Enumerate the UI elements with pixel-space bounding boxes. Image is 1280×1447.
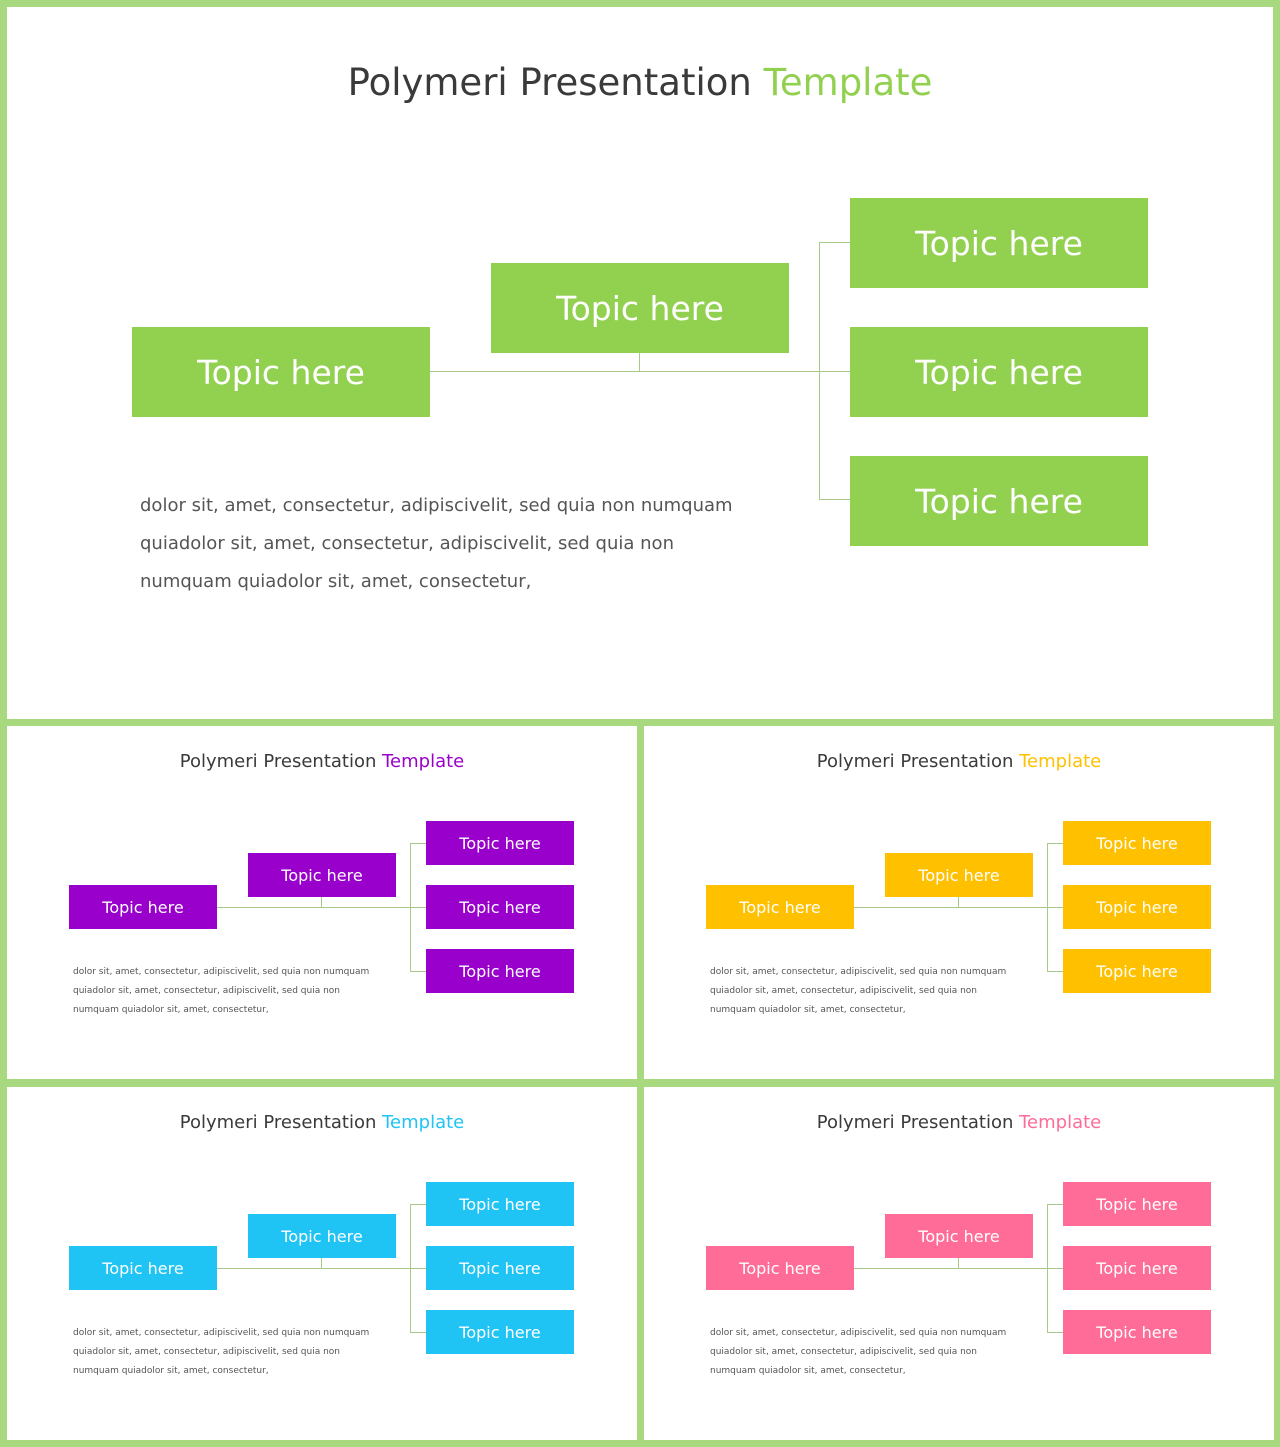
connector-line xyxy=(410,1204,411,1332)
topic-box-right-bottom[interactable]: Topic here xyxy=(426,949,574,993)
body-line: dolor sit, amet, consectetur, adipiscive… xyxy=(710,1328,1007,1338)
topic-box-left[interactable]: Topic here xyxy=(132,327,430,417)
connector-line xyxy=(430,371,850,372)
body-line: quiadolor sit, amet, consectetur, adipis… xyxy=(710,1347,977,1357)
connector-line xyxy=(854,1268,1063,1269)
topic-box-right-top[interactable]: Topic here xyxy=(426,1182,574,1226)
topic-box-right-top[interactable]: Topic here xyxy=(1063,1182,1211,1226)
slide-title-main: Polymeri Presentation xyxy=(347,61,764,104)
topic-box-center[interactable]: Topic here xyxy=(491,263,789,353)
body-line: dolor sit, amet, consectetur, adipiscive… xyxy=(73,967,370,977)
topic-box-right-middle[interactable]: Topic here xyxy=(1063,1246,1211,1290)
connector-line xyxy=(217,907,426,908)
topic-box-right-middle[interactable]: Topic here xyxy=(426,1246,574,1290)
topic-box-right-top[interactable]: Topic here xyxy=(850,198,1148,288)
connector-line xyxy=(819,499,850,500)
body-line: numquam quiadolor sit, amet, consectetur… xyxy=(710,1005,906,1015)
body-line: numquam quiadolor sit, amet, consectetur… xyxy=(73,1366,269,1376)
connector-line xyxy=(1047,971,1063,972)
connector-line xyxy=(410,843,411,971)
slide-title-main: Polymeri Presentation xyxy=(179,1112,383,1133)
topic-box-center[interactable]: Topic here xyxy=(885,1214,1033,1258)
connector-line xyxy=(819,242,850,243)
connector-line xyxy=(1047,843,1048,971)
topic-box-right-middle[interactable]: Topic here xyxy=(426,885,574,929)
connector-line xyxy=(854,907,1063,908)
topic-box-left[interactable]: Topic here xyxy=(706,1246,854,1290)
slide-title-accent: Template xyxy=(1019,1112,1102,1133)
connector-line xyxy=(410,1204,426,1205)
connector-line xyxy=(958,897,959,907)
slide-small-purple: Polymeri Presentation Template Topic her… xyxy=(7,726,637,1079)
slide-large-green: Polymeri Presentation Template Topic her… xyxy=(7,7,1273,719)
connector-line xyxy=(217,1268,426,1269)
connector-line xyxy=(410,843,426,844)
connector-line xyxy=(1047,1332,1063,1333)
body-line: numquam quiadolor sit, amet, consectetur… xyxy=(140,571,532,592)
connector-line xyxy=(1047,1204,1048,1332)
slide-title-main: Polymeri Presentation xyxy=(179,751,383,772)
slide-title-accent: Template xyxy=(1019,751,1102,772)
body-line: dolor sit, amet, consectetur, adipiscive… xyxy=(140,495,733,516)
topic-box-left[interactable]: Topic here xyxy=(69,885,217,929)
slide-small-blue: Polymeri Presentation Template Topic her… xyxy=(7,1087,637,1440)
topic-box-right-middle[interactable]: Topic here xyxy=(850,327,1148,417)
slide-small-pink: Polymeri Presentation Template Topic her… xyxy=(644,1087,1274,1440)
connector-line xyxy=(321,1258,322,1268)
topic-box-center[interactable]: Topic here xyxy=(885,853,1033,897)
slide-title-main: Polymeri Presentation xyxy=(816,1112,1020,1133)
topic-box-right-bottom[interactable]: Topic here xyxy=(850,456,1148,546)
connector-line xyxy=(410,1332,426,1333)
slide-title: Polymeri Presentation Template xyxy=(7,61,1273,104)
body-line: quiadolor sit, amet, consectetur, adipis… xyxy=(140,533,674,554)
slide-title-accent: Template xyxy=(382,751,465,772)
topic-box-center[interactable]: Topic here xyxy=(248,1214,396,1258)
slide-title-main: Polymeri Presentation xyxy=(816,751,1020,772)
body-text: dolor sit, amet, consectetur, adipiscive… xyxy=(710,1324,1006,1381)
topic-box-right-bottom[interactable]: Topic here xyxy=(1063,1310,1211,1354)
body-line: dolor sit, amet, consectetur, adipiscive… xyxy=(73,1328,370,1338)
topic-box-right-bottom[interactable]: Topic here xyxy=(426,1310,574,1354)
slide-title-accent: Template xyxy=(382,1112,465,1133)
body-text: dolor sit, amet, consectetur, adipiscive… xyxy=(73,1324,369,1381)
body-line: dolor sit, amet, consectetur, adipiscive… xyxy=(710,967,1007,977)
topic-box-right-top[interactable]: Topic here xyxy=(1063,821,1211,865)
slide-title: Polymeri Presentation Template xyxy=(7,1112,637,1133)
connector-line xyxy=(410,971,426,972)
slide-title: Polymeri Presentation Template xyxy=(644,1112,1274,1133)
body-line: numquam quiadolor sit, amet, consectetur… xyxy=(710,1366,906,1376)
slide-small-yellow: Polymeri Presentation Template Topic her… xyxy=(644,726,1274,1079)
topic-box-left[interactable]: Topic here xyxy=(706,885,854,929)
slide-title: Polymeri Presentation Template xyxy=(644,751,1274,772)
connector-line xyxy=(1047,1204,1063,1205)
body-text: dolor sit, amet, consectetur, adipiscive… xyxy=(73,963,369,1020)
body-line: numquam quiadolor sit, amet, consectetur… xyxy=(73,1005,269,1015)
connector-line xyxy=(958,1258,959,1268)
connector-line xyxy=(639,352,640,372)
topic-box-right-top[interactable]: Topic here xyxy=(426,821,574,865)
slide-title-accent: Template xyxy=(763,61,933,104)
topic-box-right-bottom[interactable]: Topic here xyxy=(1063,949,1211,993)
slide-title: Polymeri Presentation Template xyxy=(7,751,637,772)
topic-box-left[interactable]: Topic here xyxy=(69,1246,217,1290)
body-text: dolor sit, amet, consectetur, adipiscive… xyxy=(140,487,733,601)
connector-line xyxy=(819,242,820,500)
body-line: quiadolor sit, amet, consectetur, adipis… xyxy=(73,1347,340,1357)
body-line: quiadolor sit, amet, consectetur, adipis… xyxy=(710,986,977,996)
body-text: dolor sit, amet, consectetur, adipiscive… xyxy=(710,963,1006,1020)
connector-line xyxy=(1047,843,1063,844)
body-line: quiadolor sit, amet, consectetur, adipis… xyxy=(73,986,340,996)
topic-box-center[interactable]: Topic here xyxy=(248,853,396,897)
connector-line xyxy=(321,897,322,907)
topic-box-right-middle[interactable]: Topic here xyxy=(1063,885,1211,929)
